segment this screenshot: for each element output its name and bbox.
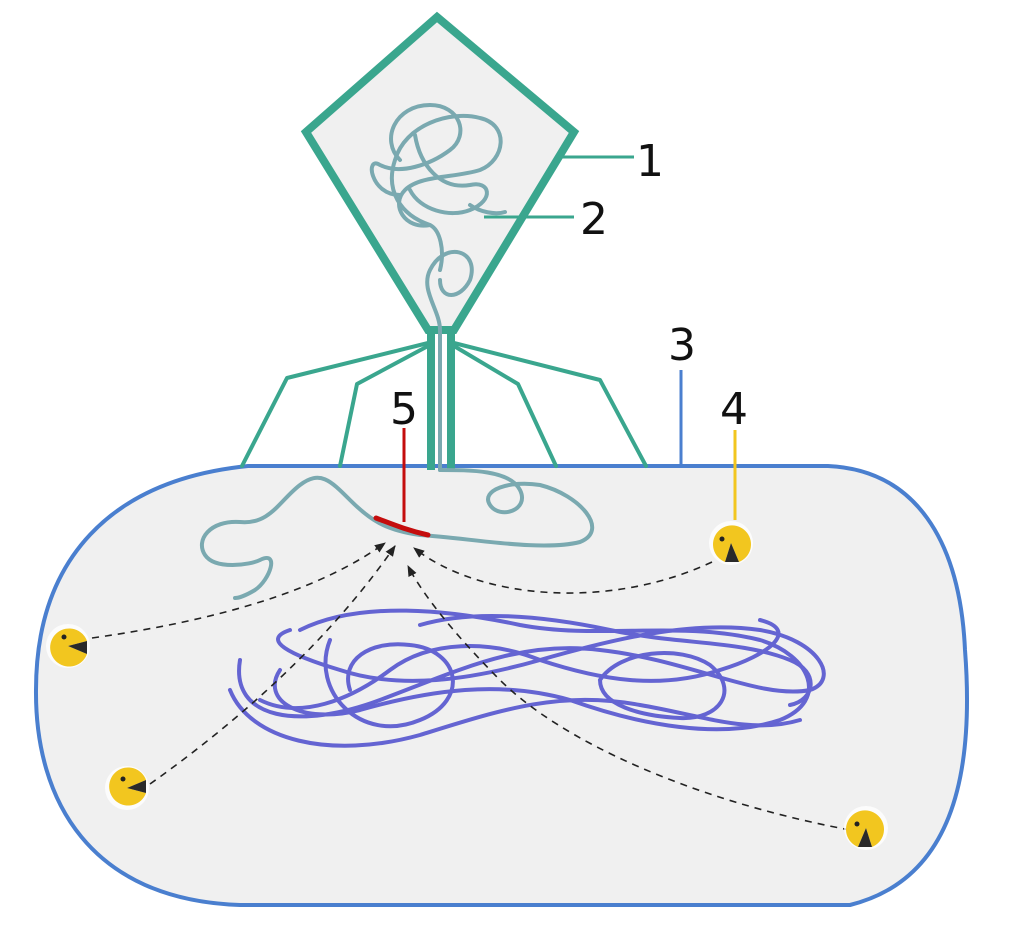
trajectory-3 [407, 564, 851, 831]
trajectory-4 [413, 547, 713, 594]
label-1: 1 [636, 136, 664, 187]
label-4: 4 [720, 384, 748, 435]
bacterial-cell [33, 464, 969, 907]
label-2: 2 [580, 194, 608, 245]
phage-tail-fibers [240, 341, 648, 468]
phage-tail [427, 330, 455, 470]
pacman-enzyme-icon [46, 624, 90, 668]
enzyme-icons [46, 521, 888, 850]
label-5: 5 [390, 384, 418, 435]
callout-labels: 1 2 3 4 5 [390, 136, 748, 435]
pacman-enzyme-icon [105, 766, 149, 810]
bacterial-dna [228, 608, 826, 748]
pacman-enzyme-icon [844, 806, 888, 850]
marked-dna-segment [373, 515, 431, 538]
enzyme-trajectories [91, 542, 851, 831]
trajectory-1 [91, 542, 386, 639]
callout-leaders [402, 155, 737, 522]
pacman-enzyme-icon [709, 521, 753, 565]
trajectory-2 [149, 545, 396, 785]
phage-dna-in-capsid [369, 102, 507, 472]
injected-phage-dna [199, 468, 595, 600]
label-3: 3 [668, 320, 696, 371]
